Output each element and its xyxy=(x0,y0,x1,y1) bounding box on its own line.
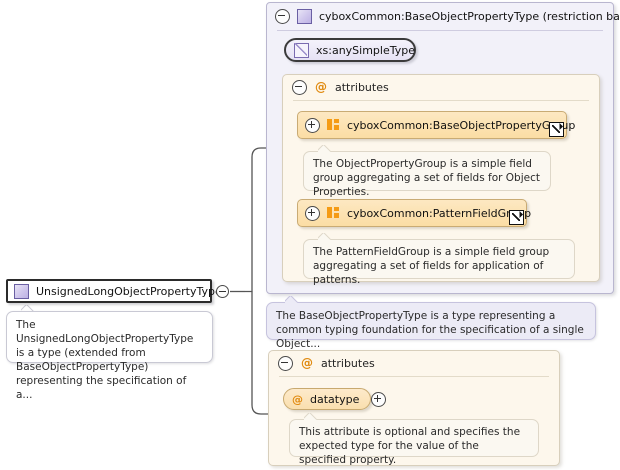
annotation-tail xyxy=(318,233,331,240)
root-annotation-text: The UnsignedLongObjectPropertyType is a … xyxy=(16,319,194,401)
root-type-label: UnsignedLongObjectPropertyType xyxy=(36,284,222,298)
own-attributes-label: attributes xyxy=(321,356,375,370)
derived-type-annotation: The BaseObjectPropertyType is a type rep… xyxy=(266,302,596,350)
inherited-attributes-header: @ attributes xyxy=(283,75,389,99)
base-simple-type-chip[interactable]: xs:anySimpleType xyxy=(284,38,416,62)
attribute-group-chip-patternfieldgroup[interactable]: cyboxCommon:PatternFieldGroup xyxy=(297,199,531,227)
attribute-label: datatype xyxy=(310,392,360,406)
own-attributes-header: @ attributes xyxy=(269,351,375,375)
root-collapse-toggle[interactable] xyxy=(216,285,229,298)
derived-type-title: cyboxCommon:BaseObjectPropertyType (rest… xyxy=(319,9,620,23)
at-symbol-icon: @ xyxy=(301,356,313,370)
attribute-group-label: cyboxCommon:BaseObjectPropertyGroup xyxy=(347,118,576,132)
derived-type-collapse-toggle[interactable] xyxy=(275,8,290,24)
complex-type-icon xyxy=(297,8,312,24)
root-type-node[interactable]: UnsignedLongObjectPropertyType xyxy=(6,279,222,303)
external-link-icon[interactable] xyxy=(549,122,564,137)
attribute-group-annotation-patternfieldgroup: The PatternFieldGroup is a simple field … xyxy=(303,239,575,286)
attributes-divider xyxy=(279,376,549,377)
own-attributes-collapse-toggle[interactable] xyxy=(278,355,293,371)
attributes-divider xyxy=(293,100,589,101)
at-symbol-icon: @ xyxy=(292,392,303,406)
root-annotation: The UnsignedLongObjectPropertyType is a … xyxy=(6,311,213,401)
annotation-tail xyxy=(285,296,298,303)
annotation-text: The PatternFieldGroup is a simple field … xyxy=(313,246,550,286)
inherited-attributes-collapse-toggle[interactable] xyxy=(292,79,307,95)
annotation-text: The ObjectPropertyGroup is a simple fiel… xyxy=(313,158,540,198)
inherited-attributes-panel: @ attributes cyboxCommon:BaseObjectPrope… xyxy=(282,74,600,286)
external-link-icon[interactable] xyxy=(509,210,524,225)
attribute-group-icon xyxy=(327,119,340,131)
at-symbol-icon: @ xyxy=(315,80,327,94)
own-attributes-panel: @ attributes @ datatype This attribute i… xyxy=(268,350,560,466)
derived-type-header: cyboxCommon:BaseObjectPropertyType (rest… xyxy=(267,3,620,29)
attribute-group-icon xyxy=(327,207,340,219)
annotation-text: This attribute is optional and specifies… xyxy=(299,426,521,466)
inherited-attributes-label: attributes xyxy=(335,80,389,94)
derived-type-annotation-text: The BaseObjectPropertyType is a type rep… xyxy=(276,310,584,350)
plus-circle-icon[interactable] xyxy=(305,117,320,133)
attribute-expand-toggle[interactable] xyxy=(371,392,386,407)
annotation-tail xyxy=(304,413,317,420)
attribute-chip-datatype[interactable]: @ datatype xyxy=(283,388,372,410)
complex-type-icon xyxy=(14,283,29,299)
attribute-group-label: cyboxCommon:PatternFieldGroup xyxy=(347,206,532,220)
attribute-group-chip-baseobjectpropertygroup[interactable]: cyboxCommon:BaseObjectPropertyGroup xyxy=(297,111,575,139)
annotation-tail xyxy=(318,145,331,152)
attribute-group-annotation-baseobjectpropertygroup: The ObjectPropertyGroup is a simple fiel… xyxy=(303,151,551,198)
header-divider xyxy=(277,30,603,31)
attribute-annotation-datatype: This attribute is optional and specifies… xyxy=(289,419,539,466)
simple-type-icon xyxy=(294,42,309,58)
plus-circle-icon[interactable] xyxy=(305,205,320,221)
base-simple-type-label: xs:anySimpleType xyxy=(316,43,415,57)
